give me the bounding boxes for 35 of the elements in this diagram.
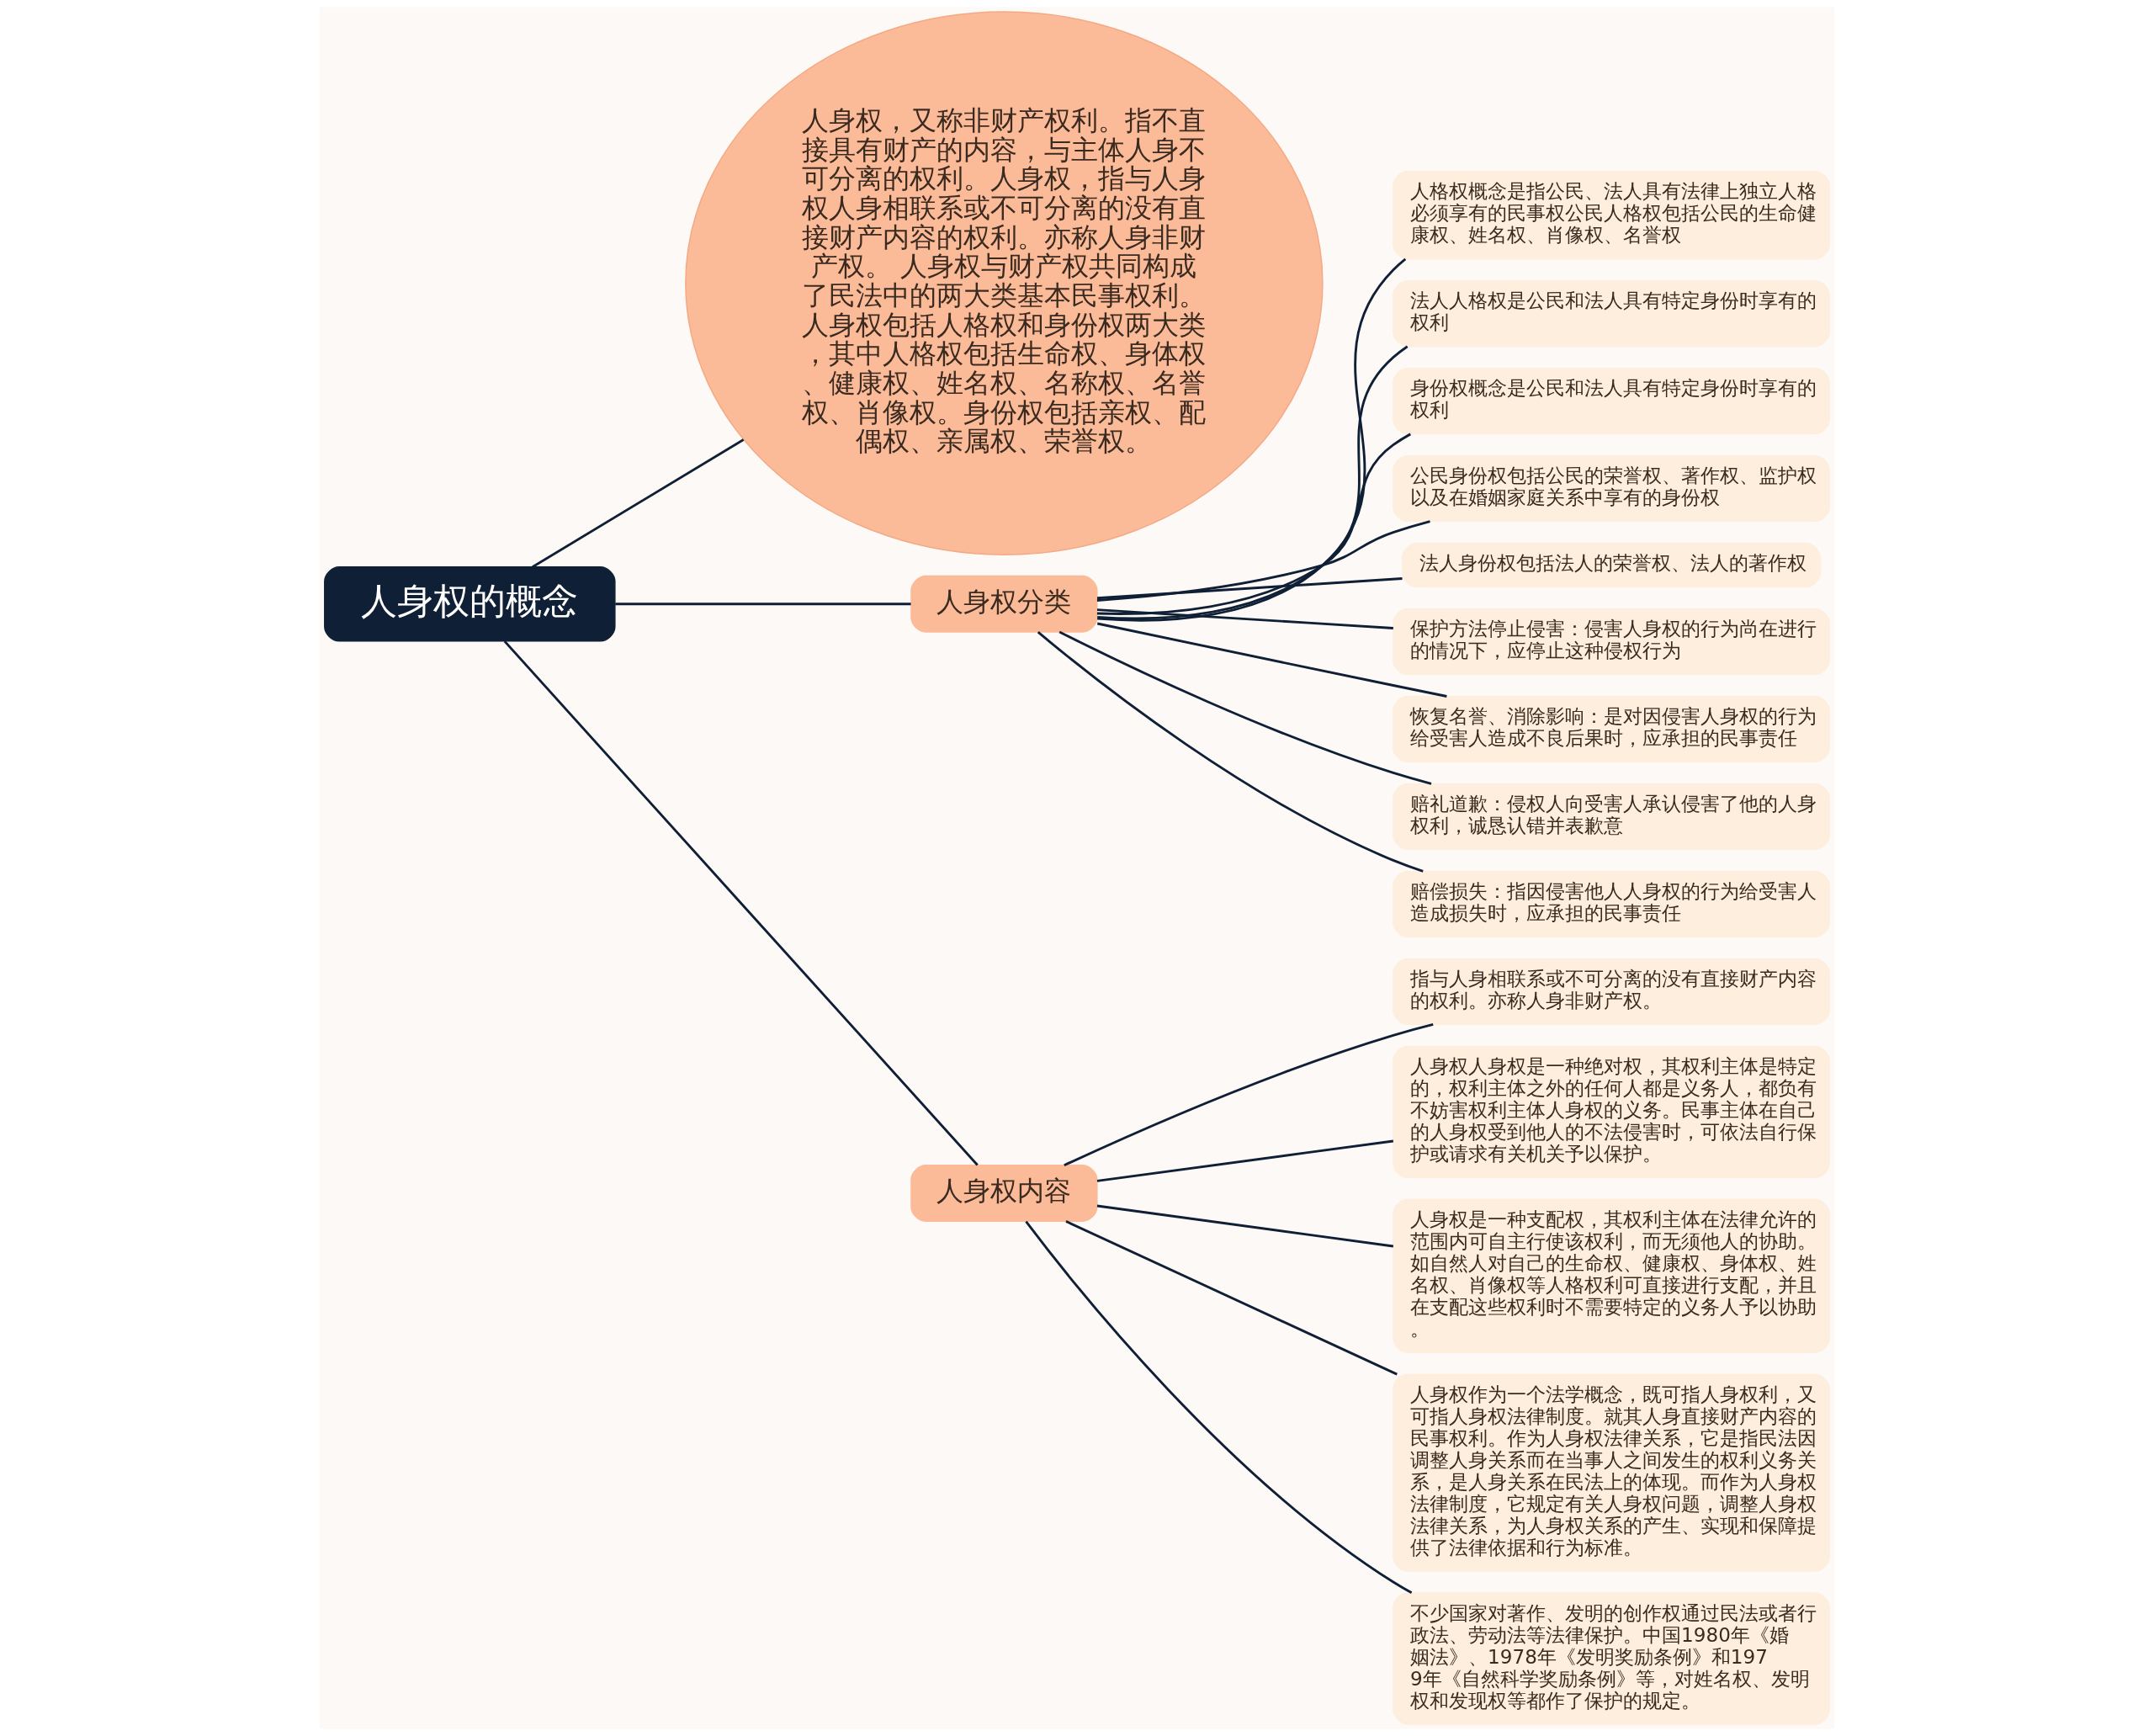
node-box: 法人身份权包括法人的荣誉权、法人的著作权: [1402, 542, 1822, 588]
connector: [1097, 257, 1407, 622]
node-box: 人身权内容: [910, 1165, 1098, 1222]
node-box: 人身权人身权是一种绝对权，其权利主体是特定的，权利主体之外的任何人都是义务人，都负有不妨害权利主体人身权的义务。民事主体在自己的人身权受到他人的不法侵害时，可依法自行保护或请求有关机关予以保护。: [1393, 1045, 1830, 1178]
node-box: 人身权作为一个法学概念，既可指人身权利，又可指人身权法律制度。就其人身直接财产内容的民事权利。作为人身权法律关系，它是指民法因调整人身关系而在当事人之间发生的权利义务关系，是人身关系在民法上的体现。而作为人身权法律制度，它规定有关人身权问题，调整人身权法律关系，为人身权关系的产生、实现和保障提供了法律依据和行为标准。: [1393, 1373, 1830, 1572]
node-box: 指与人身相联系或不可分离的没有直接财产内容的权利。亦称人身非财产权。: [1393, 958, 1830, 1026]
connector: [1096, 577, 1403, 600]
connector: [503, 640, 979, 1166]
node-box: 恢复名誉、消除影响：是对因侵害人身权的行为给受害人造成不良后果时，应承担的民事责任: [1393, 695, 1830, 763]
node-box: 人身权的概念: [324, 566, 616, 642]
connector: [1096, 1139, 1394, 1182]
node-box: 保护方法停止侵害：侵害人身权的行为尚在进行的情况下，应停止这种侵权行为: [1393, 608, 1830, 676]
connector: [1097, 345, 1409, 620]
connector: [532, 438, 745, 568]
node-ellipse: 人身权，又称非财产权利。指不直接具有财产的内容，与主体人身不可分离的权利。人身权，指与人身权人身相联系或不可分离的没有直接财产内容的权利。亦称人身非财产权。 人身权与财产权共同构成了民法中的两大类基本民事权利。人身权包括人格权和身份权两大类，其中人格权包括生命权、身体权、健康权、姓名权、名称权、名誉权、肖像权。身份权包括亲权、配偶权、亲属权、荣誉权。: [685, 11, 1324, 555]
connector: [1096, 433, 1411, 615]
connector: [1096, 608, 1393, 629]
node-box: 赔偿损失：指因侵害他人人身权的行为给受害人造成损失时，应承担的民事责任: [1393, 870, 1830, 938]
connector: [1096, 622, 1447, 698]
node-box: 身份权概念是公民和法人具有特定身份时享有的权利: [1393, 367, 1830, 435]
connector: [1096, 520, 1430, 602]
node-box: 不少国家对著作、发明的创作权通过民法或者行政法、劳动法等法律保护。中国1980年《婚姻法》、1978年《发明奖励条例》和1979年《自然科学奖励条例》等，对姓名权、发明权和发现权等都作了保护的规定。: [1393, 1592, 1830, 1725]
connector: [1065, 1220, 1398, 1376]
connector: [1064, 1023, 1434, 1167]
node-box: 人身权是一种支配权，其权利主体在法律允许的范围内可自主行使该权利，而无须他人的协助。如自然人对自己的生命权、健康权、身体权、姓名权、肖像权等人格权利可直接进行支配，并且在支配这些权利时不需要特定的义务人予以协助。: [1393, 1198, 1830, 1353]
node-box: 公民身份权包括公民的荣誉权、著作权、监护权以及在婚姻家庭关系中享有的身份权: [1393, 454, 1830, 523]
node-box: 人格权概念是指公民、法人具有法律上独立人格必须享有的民事权公民人格权包括公民的生命健康权、姓名权、肖像权、名誉权: [1393, 171, 1830, 260]
node-box: 赔礼道歉：侵权人向受害人承认侵害了他的人身权利，诚恳认错并表歉意: [1393, 783, 1830, 851]
connector: [1037, 631, 1424, 873]
connector: [1058, 630, 1432, 785]
connector: [615, 603, 911, 606]
node-box: 人身权分类: [910, 575, 1098, 633]
connector: [1025, 1220, 1413, 1595]
connector: [1096, 1204, 1394, 1248]
node-box: 法人人格权是公民和法人具有特定身份时享有的权利: [1393, 280, 1830, 348]
